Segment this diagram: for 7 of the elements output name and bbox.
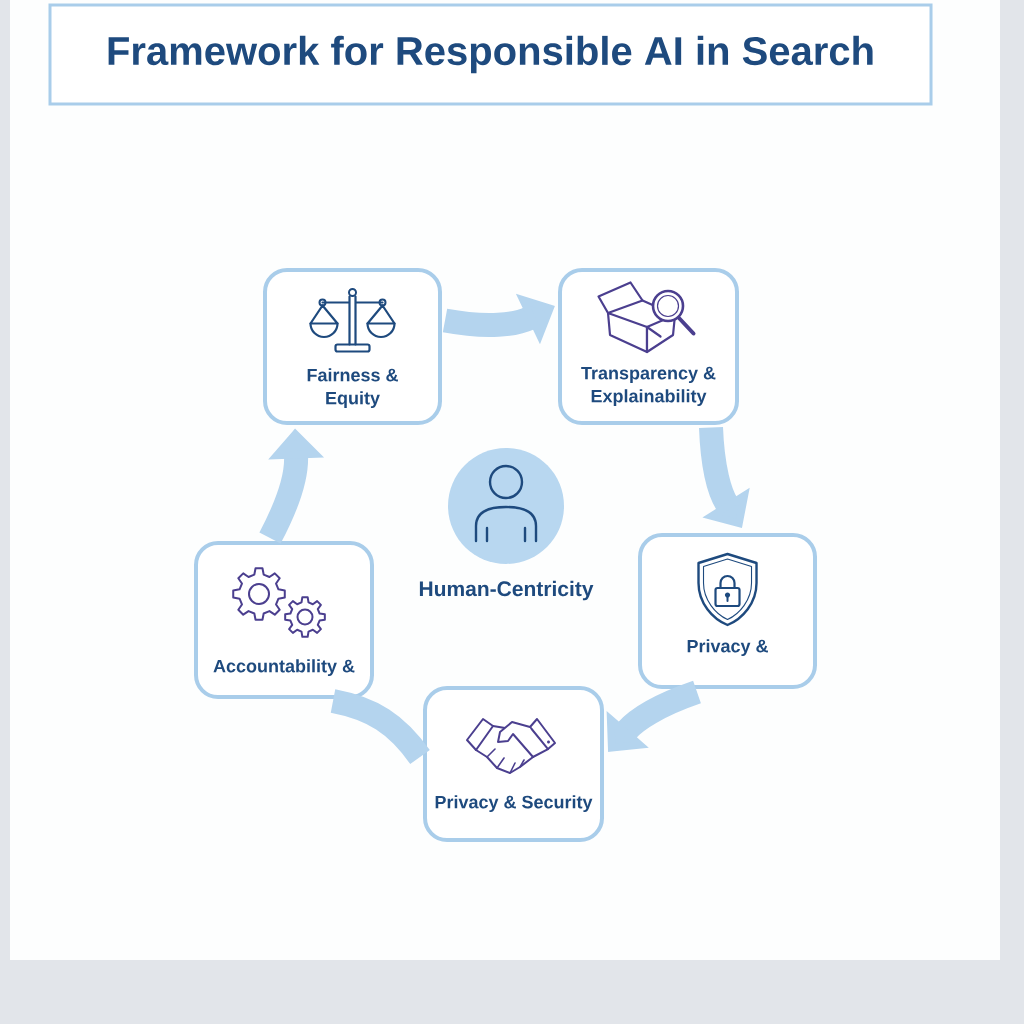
arrow [606, 680, 702, 752]
title-box: Framework for Responsible AI in Search [48, 3, 933, 106]
rounded-box: Privacy & Security [423, 686, 604, 842]
node-label: Human-Centricity [419, 580, 594, 601]
rounded-box: Accountability & [194, 541, 374, 699]
rounded-box: Fairness & Equity [263, 268, 442, 425]
rounded-box: Privacy & [638, 533, 817, 689]
